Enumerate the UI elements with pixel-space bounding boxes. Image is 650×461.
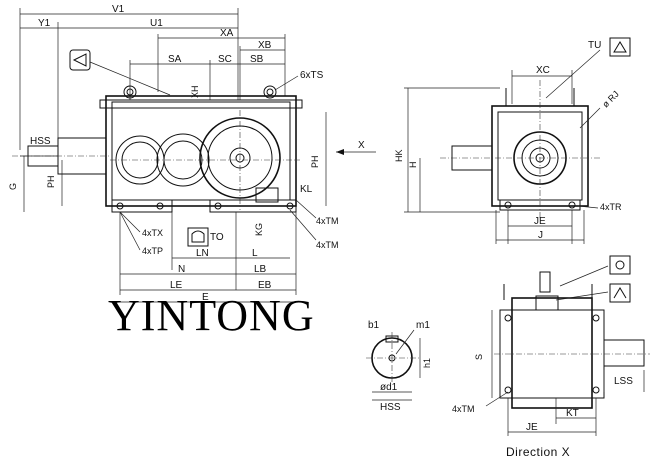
dim-le: LE [170, 280, 183, 291]
dim-kl: KL [300, 184, 313, 195]
front-view: V1 Y1 U1 XA XB SA SC SB 6xTS XH [8, 4, 376, 303]
dim-m1: m1 [416, 320, 430, 331]
view-label-direction-x: Direction X [506, 445, 570, 459]
dim-4xtm-bottom: 4xTM [452, 404, 475, 414]
dim-u1: U1 [150, 18, 163, 29]
dim-xa: XA [220, 28, 234, 39]
dim-sc: SC [218, 54, 232, 65]
dim-g: G [8, 183, 18, 190]
dim-ph-left: PH [46, 175, 56, 188]
dim-4xtm-b: 4xTM [316, 240, 339, 250]
dim-s: S [474, 354, 484, 360]
direction-x-arrow-label: X [358, 140, 365, 151]
dim-4xtx: 4xTX [142, 228, 163, 238]
oil-drain-icon [187, 227, 209, 247]
dim-je-bottom: JE [526, 422, 538, 433]
dim-hss-detail: HSS [380, 402, 401, 413]
bottom-view: S LSS 4xTM KT JE Direction X [452, 255, 650, 459]
dim-hk: HK [394, 149, 404, 162]
dim-kt: KT [566, 408, 579, 419]
dim-lss: LSS [614, 376, 633, 387]
dim-h1: h1 [422, 358, 432, 368]
brand-watermark: YINTONG [108, 291, 315, 340]
dim-d1: ød1 [380, 382, 398, 393]
dim-b1: b1 [368, 320, 380, 331]
dim-e: E [202, 292, 209, 303]
dim-6xts: 6xTS [300, 70, 324, 81]
dim-4xtp: 4xTP [142, 246, 163, 256]
dim-je: JE [534, 216, 546, 227]
dim-rj: ø RJ [600, 89, 621, 110]
dim-l: L [252, 248, 258, 259]
side-view: TU XC ø RJ HK H 4xTR JE J [394, 37, 631, 244]
dim-xc: XC [536, 65, 550, 76]
dim-4xtm-a: 4xTM [316, 216, 339, 226]
dim-tu: TU [588, 40, 601, 51]
oil-fill-icon [609, 283, 631, 303]
dim-y1: Y1 [38, 18, 51, 29]
dim-4xtr: 4xTR [600, 202, 622, 212]
dim-hss: HSS [30, 136, 51, 147]
dim-sa: SA [168, 54, 182, 65]
dim-eb: EB [258, 280, 272, 291]
dim-j: J [538, 230, 543, 241]
dim-v1: V1 [112, 4, 125, 15]
dim-to: TO [210, 232, 224, 243]
dim-xb: XB [258, 40, 272, 51]
dim-lb: LB [254, 264, 267, 275]
dim-kg: KG [254, 223, 264, 236]
oil-level-symbol-icon [69, 49, 91, 71]
dim-ln: LN [196, 248, 209, 259]
dim-n: N [178, 264, 185, 275]
dim-h: H [408, 162, 418, 169]
shaft-detail: b1 m1 h1 ød1 HSS [366, 320, 432, 413]
dim-xh: XH [190, 85, 200, 98]
dim-sb: SB [250, 54, 264, 65]
dim-ph-right: PH [310, 155, 320, 168]
breather-icon [609, 37, 631, 57]
oil-level-icon [609, 255, 631, 275]
